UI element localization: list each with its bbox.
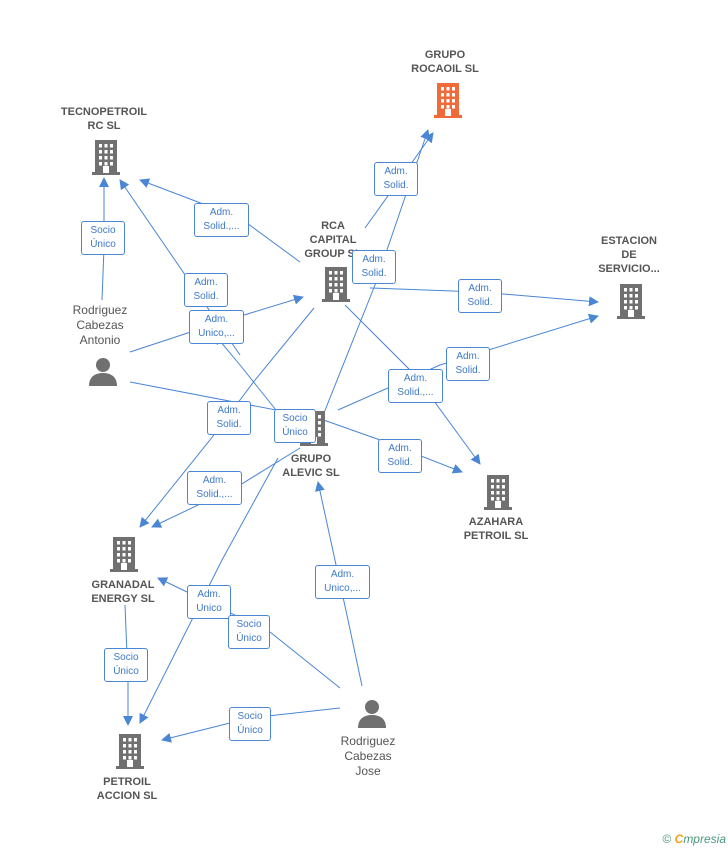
building-icon[interactable] (321, 266, 351, 307)
building-icon[interactable] (109, 536, 139, 577)
building-icon[interactable] (115, 733, 145, 774)
edge-label[interactable]: Adm. Solid. (352, 250, 396, 284)
edge-label[interactable]: Adm. Unico (187, 585, 231, 619)
edge-label[interactable]: Adm. Unico,... (189, 310, 244, 344)
brand-name: mpresia (683, 832, 726, 846)
relationship-edge (315, 481, 363, 687)
node-label[interactable]: ESTACION DE SERVICIO... (598, 235, 660, 275)
relationship-edge (337, 313, 599, 411)
copyright-symbol: © (662, 832, 672, 846)
edge-label[interactable]: Adm. Solid.,... (187, 471, 242, 505)
edge-label[interactable]: Socio Único (274, 409, 316, 443)
person-icon[interactable] (357, 698, 387, 733)
edge-label[interactable]: Adm. Solid. (458, 279, 502, 313)
node-label[interactable]: GRUPO ROCAOIL SL (411, 49, 479, 75)
edge-label[interactable]: Socio Único (81, 221, 125, 255)
node-label[interactable]: GRUPO ALEVIC SL (282, 453, 340, 479)
building-icon[interactable] (616, 283, 646, 324)
building-icon[interactable] (483, 474, 513, 515)
building-icon[interactable] (433, 82, 463, 123)
node-label[interactable]: AZAHARA PETROIL SL (463, 516, 529, 542)
brand-footer: © Cmpresia (662, 832, 726, 846)
edge-label[interactable]: Adm. Solid. (446, 347, 490, 381)
edge-label[interactable]: Socio Único (228, 615, 270, 649)
edge-label[interactable]: Adm. Solid. (378, 439, 422, 473)
person-icon[interactable] (88, 356, 118, 391)
relationship-edge (139, 457, 279, 724)
node-label[interactable]: Rodriguez Cabezas Antonio (72, 303, 128, 347)
node-label[interactable]: GRANADAL ENERGY SL (91, 579, 155, 605)
edge-label[interactable]: Adm. Solid. (184, 273, 228, 307)
edge-label[interactable]: Adm. Solid.,... (388, 369, 443, 403)
node-label[interactable]: TECNOPETROIL RC SL (60, 106, 148, 132)
node-label[interactable]: PETROIL ACCION SL (96, 776, 158, 802)
edge-label[interactable]: Adm. Solid. (374, 162, 418, 196)
relationship-edge (214, 334, 293, 431)
edge-label[interactable]: Socio Único (229, 707, 271, 741)
brand-logo-initial: C (674, 832, 684, 846)
edge-label[interactable]: Adm. Solid. (207, 401, 251, 435)
edge-label[interactable]: Socio Único (104, 648, 148, 682)
edge-label[interactable]: Adm. Unico,... (315, 565, 370, 599)
edge-label[interactable]: Adm. Solid.,... (194, 203, 249, 237)
node-label[interactable]: Rodriguez Cabezas Jose (340, 734, 396, 778)
building-icon[interactable] (91, 139, 121, 180)
